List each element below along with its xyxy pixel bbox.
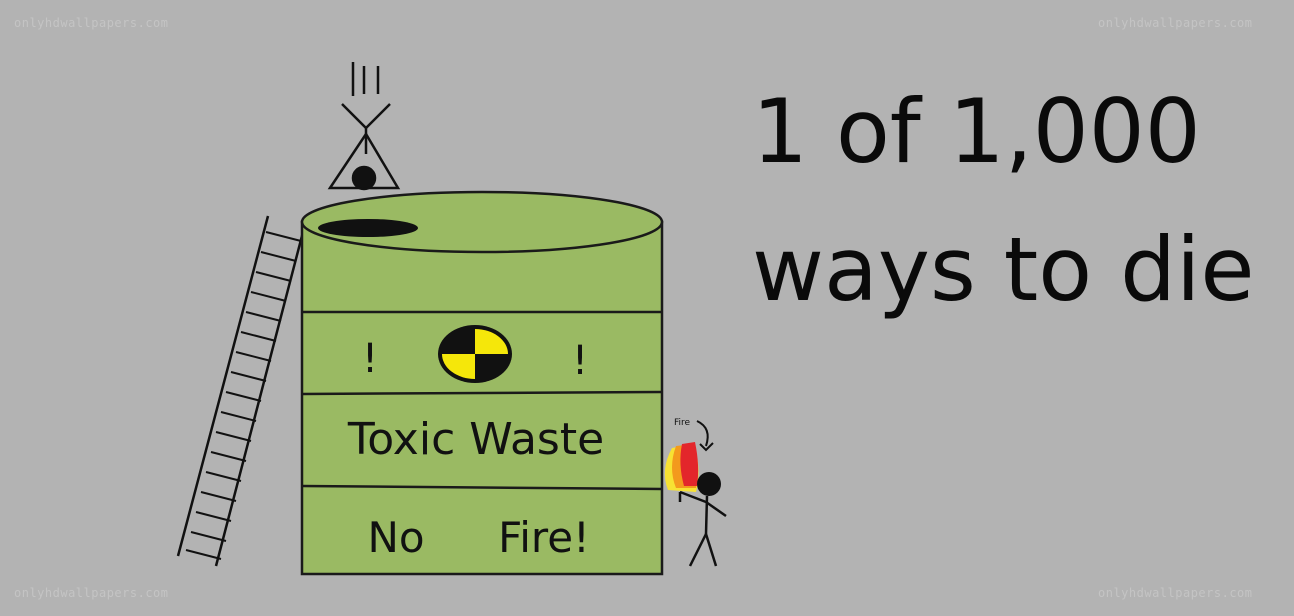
- watermark-top-left: onlyhdwallpapers.com: [14, 16, 169, 30]
- fire-flame-icon: [664, 442, 699, 492]
- watermark-top-right: onlyhdwallpapers.com: [1098, 16, 1253, 30]
- toxic-tank: ! ! Toxic Waste No Fire!: [300, 190, 664, 576]
- title-line-2: ways to die: [752, 218, 1255, 321]
- fire-callout-label: Fire: [674, 418, 691, 428]
- stick-figure-with-fire: Fire: [664, 418, 727, 567]
- title-line-1: 1 of 1,000: [752, 80, 1201, 183]
- tank-label-toxic-waste: Toxic Waste: [347, 414, 604, 465]
- ladder-rungs: [185, 231, 302, 560]
- warning-mark-left: !: [362, 336, 378, 382]
- falling-stick-figure: [327, 62, 401, 191]
- ladder: [176, 215, 305, 567]
- tank-label-no: No: [367, 513, 424, 562]
- warning-mark-right: !: [572, 338, 588, 384]
- tank-label-fire: Fire!: [498, 513, 590, 562]
- curved-arrow-icon: [696, 420, 709, 447]
- watermark-bottom-left: onlyhdwallpapers.com: [14, 586, 169, 600]
- hazard-symbol-icon: [438, 325, 512, 383]
- tank-hatch-opening: [318, 219, 418, 237]
- watermark-bottom-right: onlyhdwallpapers.com: [1098, 586, 1253, 600]
